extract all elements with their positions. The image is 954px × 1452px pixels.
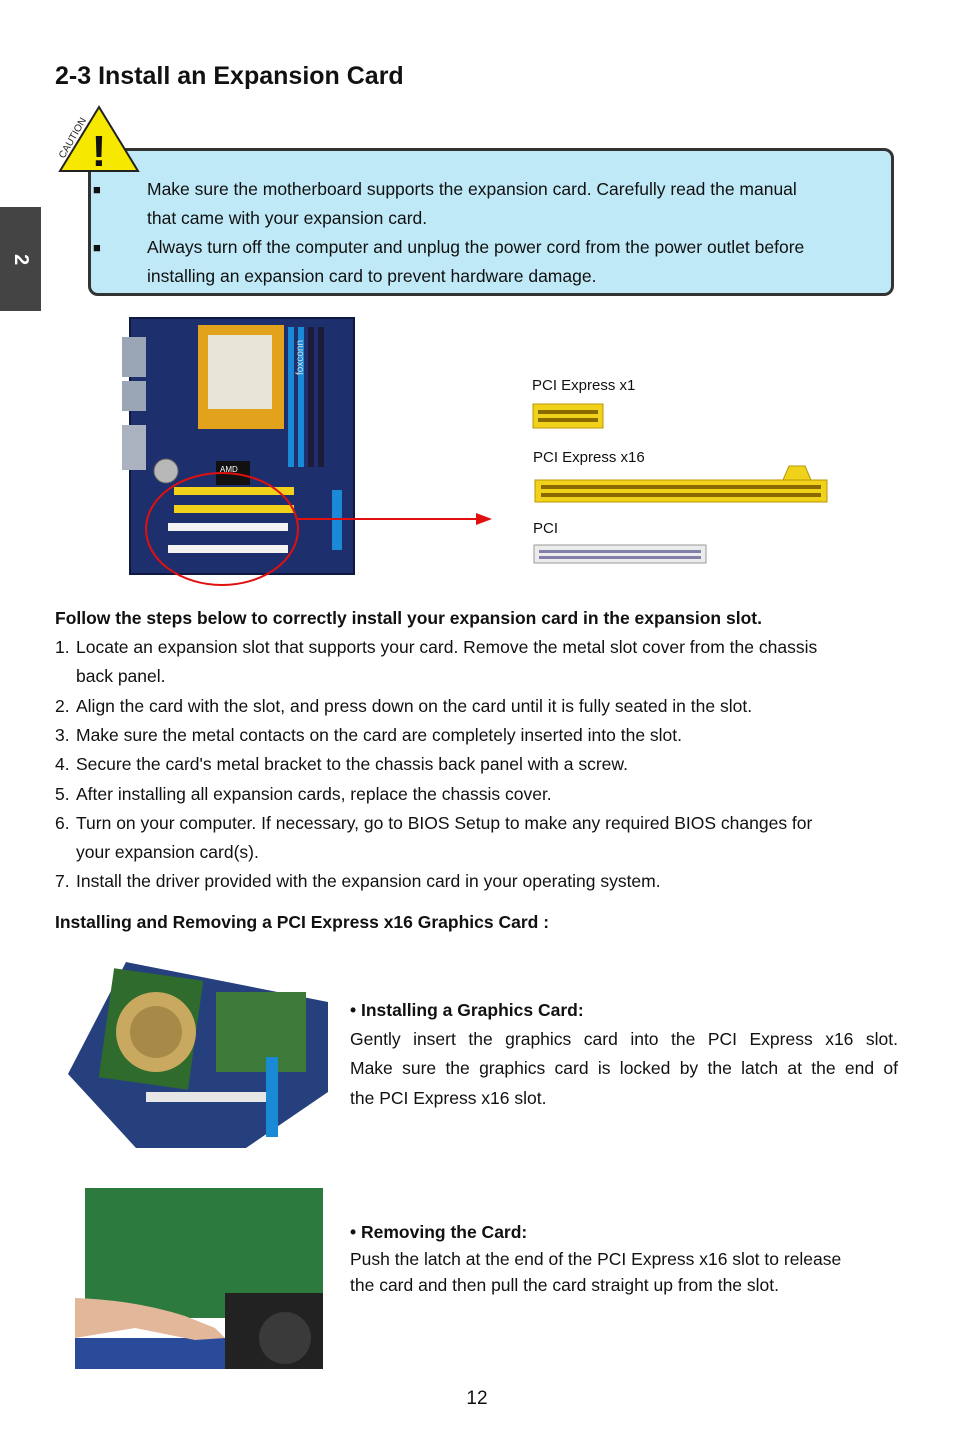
caution-mark: ! (92, 127, 107, 173)
caution-box: ■ Make sure the motherboard supports the… (88, 148, 894, 296)
caution-line: installing an expansion card to prevent … (147, 266, 597, 286)
board-brand: foxconn (295, 340, 306, 375)
step-number: 2. (55, 696, 70, 716)
step-item: 4. Secure the card's metal bracket to th… (55, 750, 900, 779)
step-text: Secure the card's metal bracket to the c… (76, 754, 628, 774)
step-text: Install the driver provided with the exp… (76, 871, 661, 891)
removing-heading: • Removing the Card: (350, 1222, 528, 1242)
step-line: back panel. (76, 666, 166, 686)
pcie-x1-slot-image (532, 403, 604, 429)
chip-label: AMD (220, 465, 238, 474)
page-number: 12 (466, 1388, 488, 1409)
step-number: 7. (55, 871, 70, 891)
section-title: 2-3 Install an Expansion Card (55, 62, 404, 90)
step-number: 1. (55, 637, 70, 657)
pci-label: PCI (533, 520, 559, 537)
installing-line: Make sure the graphics card is locked by… (350, 1058, 898, 1078)
caution-line: Make sure the motherboard supports the e… (147, 179, 797, 199)
bullet-icon: ■ (93, 240, 101, 255)
installing-photo (68, 962, 328, 1148)
installing-heading: • Installing a Graphics Card: (350, 1000, 584, 1020)
installing-line: the PCI Express x16 slot. (350, 1088, 547, 1108)
chapter-tab: 2 (0, 207, 41, 311)
step-number: 4. (55, 754, 70, 774)
caution-text: Always turn off the computer and unplug … (147, 233, 891, 291)
motherboard-image: foxconn AMD (122, 317, 492, 586)
removing-line: the card and then pull the card straight… (350, 1275, 779, 1295)
removing-line: Push the latch at the end of the PCI Exp… (350, 1249, 842, 1269)
step-item: 1. Locate an expansion slot that support… (55, 633, 900, 691)
step-line: Turn on your computer. If necessary, go … (76, 813, 813, 833)
graphics-heading: Installing and Removing a PCI Express x1… (55, 912, 550, 932)
step-item: 5. After installing all expansion cards,… (55, 780, 900, 809)
steps-heading: Follow the steps below to correctly inst… (55, 608, 762, 628)
caution-line: that came with your expansion card. (147, 208, 428, 228)
caution-text: Make sure the motherboard supports the e… (147, 175, 891, 233)
step-item: 3. Make sure the metal contacts on the c… (55, 721, 900, 750)
pcie-x1-label: PCI Express x1 (532, 377, 636, 394)
pcie-x16-label: PCI Express x16 (533, 449, 645, 466)
step-number: 5. (55, 784, 70, 804)
pci-slot-image (533, 544, 707, 564)
step-item: 2. Align the card with the slot, and pre… (55, 692, 900, 721)
step-item: 7. Install the driver provided with the … (55, 867, 900, 896)
removing-photo (75, 1188, 323, 1369)
bullet-icon: ■ (93, 182, 101, 197)
caution-line: Always turn off the computer and unplug … (147, 237, 805, 257)
step-text: Align the card with the slot, and press … (76, 696, 753, 716)
step-text: Turn on your computer. If necessary, go … (76, 809, 900, 867)
installing-line: Gently insert the graphics card into the… (350, 1029, 898, 1049)
step-number: 6. (55, 813, 70, 833)
step-item: 6. Turn on your computer. If necessary, … (55, 809, 900, 867)
step-text: Locate an expansion slot that supports y… (76, 633, 900, 691)
step-line: your expansion card(s). (76, 842, 259, 862)
step-number: 3. (55, 725, 70, 745)
chapter-number: 2 (10, 253, 32, 265)
step-text: After installing all expansion cards, re… (76, 784, 552, 804)
step-text: Make sure the metal contacts on the card… (76, 725, 683, 745)
caution-warning-icon: ! CAUTION (57, 105, 140, 173)
step-line: Locate an expansion slot that supports y… (76, 637, 818, 657)
pcie-x16-slot-image (534, 465, 828, 503)
